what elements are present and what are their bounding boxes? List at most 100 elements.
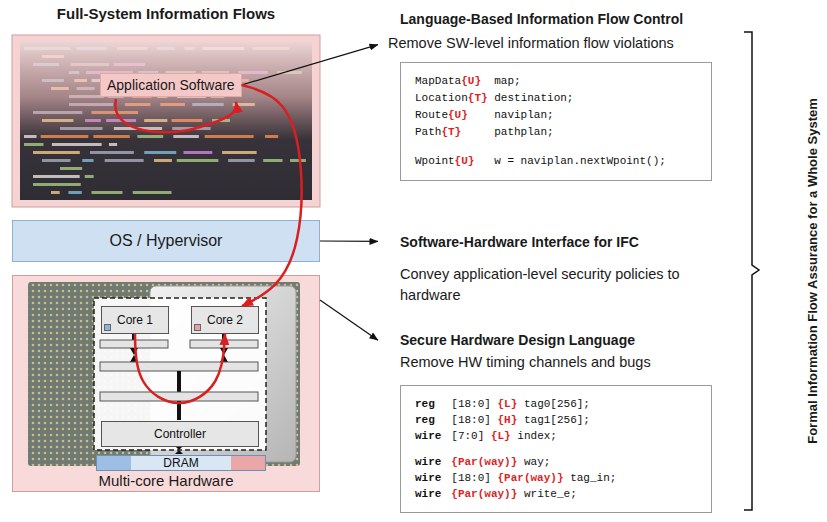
wire-stub: [177, 401, 181, 420]
code-line: wire {Par(way)} way;: [415, 454, 697, 470]
code-token: {Par(way)}: [451, 456, 517, 468]
code-token: {U}: [448, 109, 468, 121]
code-box: MapData{U} map;Location{T} destination;R…: [400, 62, 712, 181]
code-token: [18:0]: [445, 414, 498, 426]
cache-bar: [190, 340, 258, 348]
code-token: reg: [415, 396, 445, 412]
pointer-arrow: [242, 45, 378, 85]
node-label: Controller: [154, 427, 206, 441]
controller-box: Controller: [101, 421, 259, 447]
code-line: wire [18:0] {Par(way)} tag_in;: [415, 470, 697, 486]
code-token: MapData{U}: [415, 73, 488, 90]
core-marker: [104, 324, 111, 331]
code-token: Location{T}: [415, 90, 488, 107]
software-label: Application Software: [100, 73, 242, 97]
node-label: Application Software: [107, 77, 235, 93]
code-token: wire: [415, 470, 445, 486]
code-token: {T}: [441, 126, 461, 138]
code-token: {L}: [491, 430, 511, 442]
code-token: tag_in;: [564, 472, 617, 484]
dram-bar: DRAM: [96, 455, 266, 471]
code-token: {U}: [461, 75, 481, 87]
code-token: Location: [415, 92, 468, 104]
code-token: tag1[256];: [517, 414, 590, 426]
code-token: [7:0]: [445, 430, 491, 442]
section-text: Remove SW-level information flow violati…: [378, 35, 723, 51]
code-token: wire: [415, 428, 445, 444]
code-token: wire: [415, 472, 441, 484]
code-screenshot: [20, 42, 312, 200]
code-token: write_e;: [517, 488, 576, 500]
code-token: [445, 456, 452, 468]
code-token: tag0[256];: [517, 398, 590, 410]
bus-joint: [130, 348, 138, 362]
node-label: Core 1: [117, 313, 153, 327]
section-heading: Secure Hardware Design Language: [378, 328, 723, 348]
code-token: Route{U}: [415, 107, 488, 124]
section-text: Remove HW timing channels and bugs: [378, 354, 723, 370]
code-token: wire: [415, 430, 441, 442]
wire-stub: [177, 371, 181, 392]
code-token: wire: [415, 486, 445, 502]
code-token: Wpoint{U}: [415, 153, 488, 170]
section-heading: Software-Hardware Interface for IFC: [378, 228, 723, 250]
wire-stub: [132, 333, 136, 340]
panel-heading: Full-System Information Flows: [12, 5, 320, 22]
core-box: Core 1: [101, 306, 169, 334]
core-marker: [194, 324, 201, 331]
node-label: OS / Hypervisor: [110, 232, 223, 250]
code-line: wire [7:0] {L} index;: [415, 428, 697, 444]
code-line: reg [18:0] {L} tag0[256];: [415, 396, 697, 412]
code-token: [18:0]: [445, 398, 498, 410]
code-token: reg: [415, 412, 445, 428]
node-label: DRAM: [163, 456, 198, 470]
flow-arrow: [135, 334, 225, 403]
node-label: Core 2: [207, 313, 243, 327]
section-text: Convey application-level security polici…: [378, 264, 690, 306]
code-line: reg [18:0] {H} tag1[256];: [415, 412, 697, 428]
code-token: way;: [517, 456, 550, 468]
bus-bar: [100, 392, 258, 401]
code-token: [18:0]: [445, 472, 498, 484]
wire-stub: [222, 333, 226, 340]
bracket: [744, 32, 759, 510]
code-token: reg: [415, 414, 435, 426]
code-token: reg: [415, 398, 435, 410]
code-token: {L}: [498, 398, 518, 410]
flow-arrow: [242, 85, 302, 306]
code-token: pathplan;: [488, 126, 554, 138]
code-token: {U}: [455, 155, 475, 167]
node-label: Multi-core Hardware: [98, 472, 233, 489]
section-group: Software-Hardware Interface for IFC Conve…: [378, 228, 723, 312]
software-panel: [12, 35, 320, 207]
code-line: Path{T} pathplan;: [415, 124, 697, 141]
code-token: wire: [415, 488, 441, 500]
code-box: reg [18:0] {L} tag0[256];reg [18:0] {H} …: [400, 385, 712, 513]
code-token: map;: [488, 75, 521, 87]
pointer-arrow: [320, 240, 378, 242]
code-token: wire: [415, 454, 445, 470]
code-token: [445, 488, 452, 500]
code-token: destination;: [488, 92, 574, 104]
bus-joint: [175, 446, 183, 454]
hardware-panel: Multi-core Hardware Core 1 Core 2 Controlle…: [12, 275, 320, 492]
code-token: Wpoint: [415, 155, 455, 167]
bus-joint: [220, 348, 228, 362]
bus-bar: [100, 362, 258, 371]
code-token: wire: [415, 456, 441, 468]
code-line: wire {Par(way)} write_e;: [415, 486, 697, 502]
section-group: Language-Based Information Flow ControlR…: [378, 5, 723, 185]
side-title: Formal Information Flow Assurance for a …: [805, 98, 820, 444]
code-line: Route{U} naviplan;: [415, 107, 697, 124]
code-token: Path{T}: [415, 124, 488, 141]
code-token: {T}: [468, 92, 488, 104]
cache-bar: [100, 340, 168, 348]
flow-loop: [115, 99, 236, 132]
code-line: MapData{U} map;: [415, 73, 697, 90]
chip-die: [94, 298, 266, 450]
code-token: naviplan;: [488, 109, 554, 121]
chip-package: [28, 282, 300, 466]
pointer-arrow: [320, 300, 378, 340]
code-token: Path: [415, 126, 441, 138]
code-token: {Par(way)}: [451, 488, 517, 500]
